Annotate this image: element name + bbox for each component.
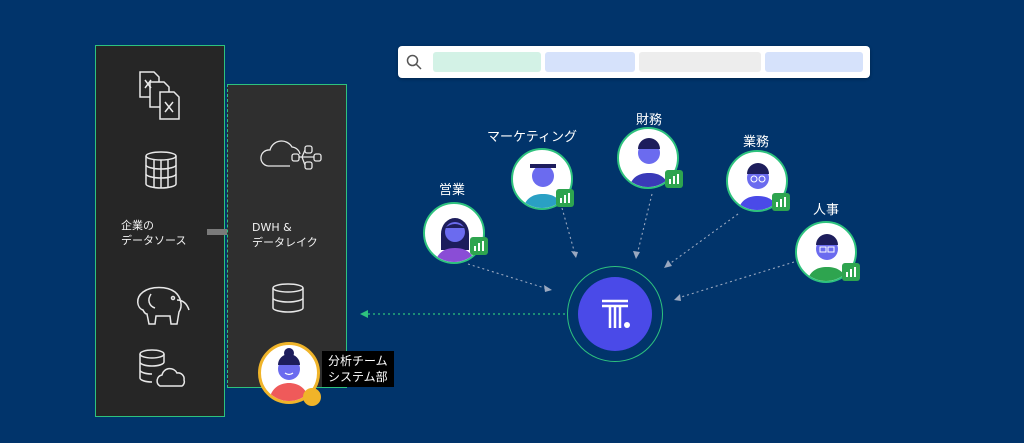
person-icon	[738, 163, 778, 210]
data-sources-label-line2: データソース	[121, 234, 187, 247]
data-sources-label-line1: 企業の	[121, 219, 154, 232]
persona-avatar-finance[interactable]	[617, 127, 679, 189]
output-arrow-icon	[360, 310, 568, 318]
analytics-team-avatar	[258, 342, 320, 404]
database-icon	[145, 151, 177, 189]
search-bar[interactable]	[398, 46, 870, 78]
chart-badge-icon	[772, 193, 790, 211]
person-icon	[435, 218, 475, 262]
analytics-team-label-line1: 分析チーム	[328, 354, 388, 368]
search-suggestion-pill[interactable]	[765, 52, 863, 72]
person-icon	[523, 164, 563, 208]
persona-label-marketing: マーケティング	[487, 130, 577, 145]
dwh-label-line2: データレイク	[252, 236, 318, 249]
persona-avatar-sales[interactable]	[423, 202, 485, 264]
person-icon	[629, 138, 669, 187]
logo-t-icon	[602, 299, 630, 328]
analytics-team-label: 分析チーム システム部	[322, 351, 394, 387]
chart-badge-icon	[470, 237, 488, 255]
search-suggestion-pill[interactable]	[545, 52, 635, 72]
search-icon	[406, 54, 422, 70]
persona-label-finance: 財務	[636, 113, 663, 128]
dwh-label-line1: DWH &	[252, 221, 292, 234]
hadoop-elephant-icon	[137, 286, 190, 325]
person-icon	[269, 348, 309, 401]
thoughtspot-logo-hub[interactable]	[578, 277, 652, 351]
persona-label-hr: 人事	[813, 203, 840, 218]
hub-ring	[567, 266, 663, 362]
database-cloud-icon	[139, 349, 186, 387]
chart-badge-icon	[842, 263, 860, 281]
persona-label-operations: 業務	[743, 135, 770, 150]
chart-badge-icon	[665, 170, 683, 188]
storage-disk-icon	[272, 283, 304, 313]
search-suggestion-pill[interactable]	[639, 52, 761, 72]
arrowhead-icon	[544, 285, 552, 292]
search-suggestion-pill[interactable]	[433, 52, 541, 72]
chart-badge-icon	[556, 189, 574, 207]
persona-label-sales: 営業	[439, 183, 466, 198]
dwh-panel	[227, 84, 347, 388]
person-icon	[807, 234, 847, 281]
cloud-network-icon	[260, 140, 322, 170]
spreadsheet-files-icon	[139, 71, 180, 120]
system-badge-icon	[303, 388, 321, 406]
analytics-team-label-line2: システム部	[328, 370, 388, 384]
